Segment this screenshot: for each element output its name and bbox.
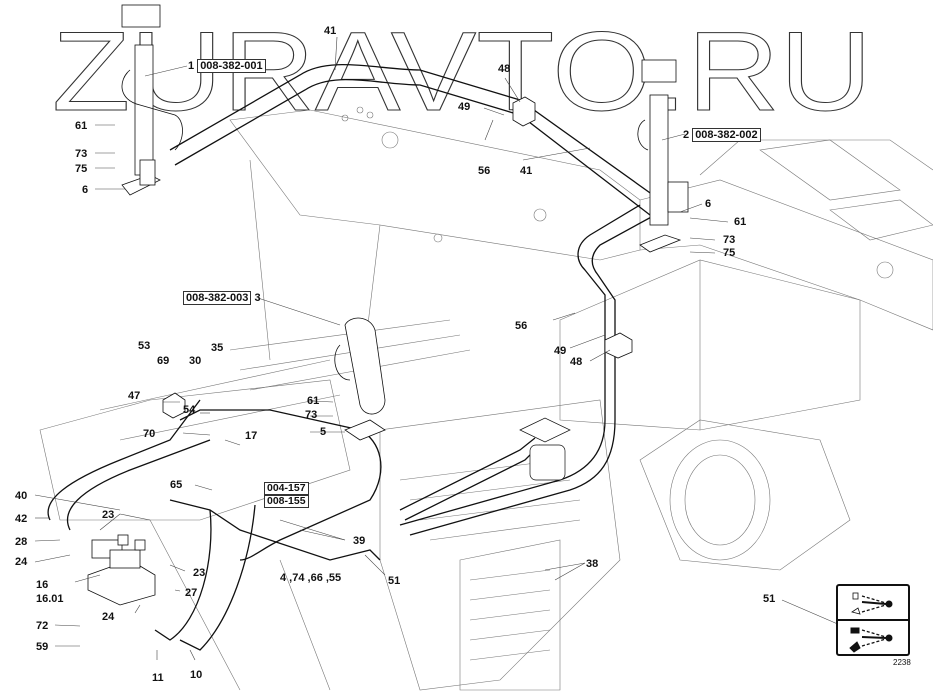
callout: 41: [520, 165, 533, 177]
callout: 6: [705, 198, 712, 210]
spray-warning-lower-icon: [849, 627, 893, 653]
callout: 28: [15, 536, 28, 548]
callout: 24: [102, 611, 115, 623]
cylinder-2: [637, 59, 689, 253]
spray-warning-upper-icon: [851, 592, 893, 615]
leader-lines: [34, 36, 841, 661]
callout: 49: [458, 101, 471, 113]
subassembly-ref[interactable]: 008-155: [264, 495, 309, 508]
callout: 11: [152, 672, 164, 684]
callout: 48: [570, 356, 583, 368]
callout: 4 ,74 ,66 ,55: [280, 572, 342, 584]
callout: 56: [478, 165, 491, 177]
callout: 35: [211, 342, 224, 354]
callout: 70: [143, 428, 156, 440]
callout: 65: [170, 479, 183, 491]
callout: 75: [723, 247, 736, 259]
assembly-ref[interactable]: 008-382-001: [197, 59, 266, 73]
callout: 61: [307, 395, 320, 407]
callout: 39: [353, 535, 366, 547]
callout: 27: [185, 587, 198, 599]
drawing-number: 2238: [893, 658, 911, 667]
callout: 23: [102, 509, 115, 521]
subassembly-refs: 004-157 008-155: [264, 482, 309, 508]
assembly-label-2: 2 008-382-002: [683, 128, 761, 142]
assembly-label-3: 008-382-003 3: [183, 291, 261, 305]
machine-frame: [39, 109, 933, 691]
callout: 16.01: [36, 593, 64, 605]
cylinder-1: [121, 4, 183, 196]
callout: 41: [324, 25, 337, 37]
callout: 54: [183, 404, 196, 416]
subassembly-ref[interactable]: 004-157: [264, 482, 309, 495]
callout: 17: [245, 430, 258, 442]
callout: 42: [15, 513, 28, 525]
callout: 61: [75, 120, 88, 132]
callout: 75: [75, 163, 88, 175]
assembly-pos: 1: [188, 60, 195, 72]
callout: 51: [388, 575, 401, 587]
callout: 73: [305, 409, 318, 421]
filter: [519, 417, 571, 481]
callout: 53: [138, 340, 151, 352]
callout: 10: [190, 669, 203, 681]
callout: 47: [128, 390, 141, 402]
callout: 24: [15, 556, 28, 568]
assembly-ref[interactable]: 008-382-003: [183, 291, 252, 305]
cylinder-3: [334, 317, 386, 441]
callout: 59: [36, 641, 49, 653]
callout: 6: [82, 184, 89, 196]
assembly-pos: 3: [254, 292, 261, 304]
assembly-label-1: 1 008-382-001: [188, 59, 266, 73]
callout: 38: [586, 558, 599, 570]
callout: 73: [75, 148, 88, 160]
callout: 51: [763, 593, 776, 605]
watermark: ZURAVTO.RU: [52, 9, 872, 134]
assembly-ref[interactable]: 008-382-002: [692, 128, 761, 142]
callout: 16: [36, 579, 49, 591]
clamp-48: [162, 96, 633, 419]
callout: 23: [193, 567, 206, 579]
callout: 73: [723, 234, 736, 246]
callout: 48: [498, 63, 511, 75]
callout: 40: [15, 490, 28, 502]
callout: 5: [320, 426, 327, 438]
callout: 72: [36, 620, 49, 632]
callout: 49: [554, 345, 567, 357]
callout: 30: [189, 355, 202, 367]
assembly-pos: 2: [683, 129, 690, 141]
valve-block: [87, 534, 156, 606]
callout: 56: [515, 320, 528, 332]
warning-decal: [836, 584, 910, 656]
callout: 61: [734, 216, 747, 228]
callout: 69: [157, 355, 170, 367]
